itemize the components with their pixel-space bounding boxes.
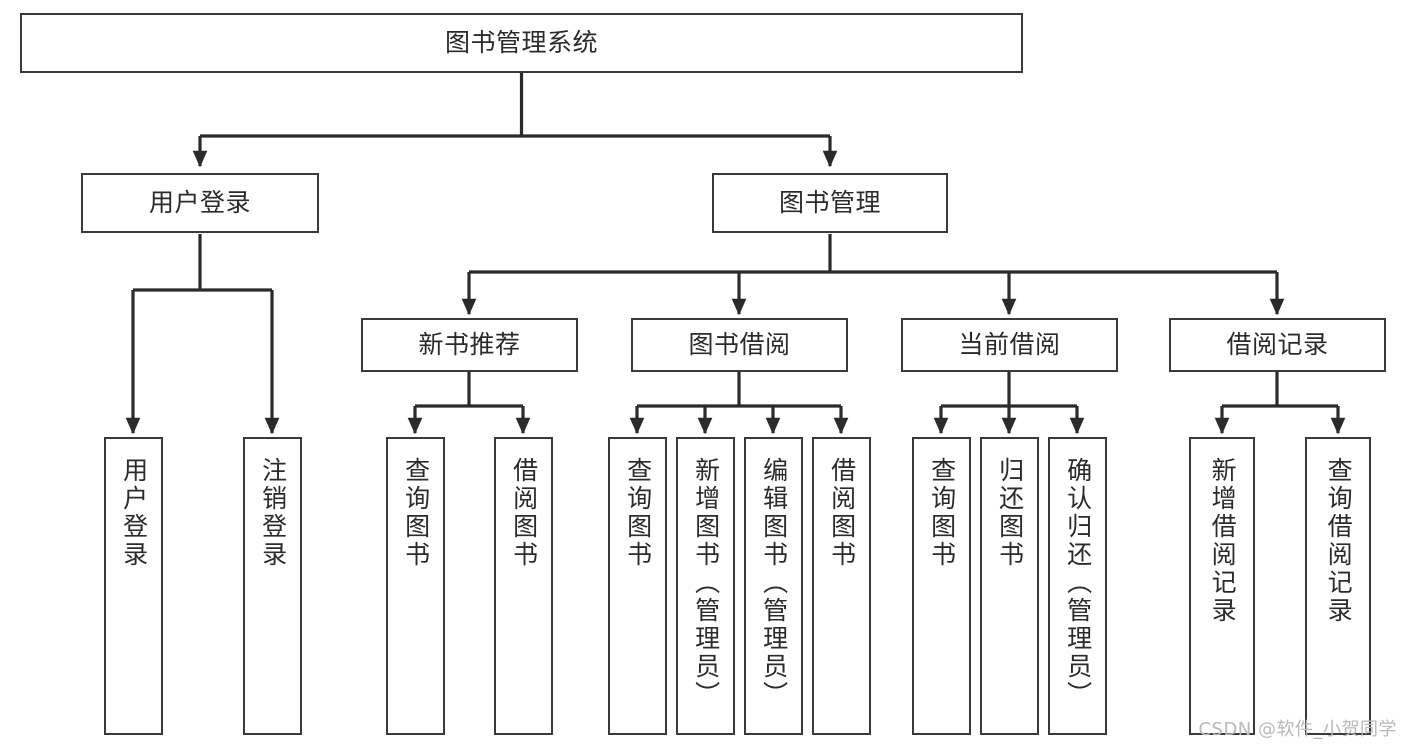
leaf-query-book-borrow[interactable]: 查询图书 — [608, 437, 667, 735]
leaf-return-book[interactable]: 归还图书 — [980, 437, 1039, 735]
leaf-confirm-return-admin[interactable]: 确认归还（管理员） — [1048, 437, 1107, 735]
node-label: 借阅记录 — [1226, 330, 1329, 360]
node-label: 图书管理系统 — [444, 28, 598, 58]
node-label: 查询图书 — [401, 457, 431, 569]
node-label: 图书借阅 — [688, 330, 791, 360]
node-label: 新书推荐 — [418, 330, 521, 360]
node-current-borrow[interactable]: 当前借阅 — [901, 318, 1118, 372]
node-label: 借阅图书 — [509, 457, 539, 569]
node-book-borrow[interactable]: 图书借阅 — [631, 318, 848, 372]
node-book-management[interactable]: 图书管理 — [712, 173, 948, 233]
leaf-logout[interactable]: 注销登录 — [243, 437, 302, 735]
node-label: 借阅图书 — [827, 457, 857, 569]
leaf-edit-book-admin[interactable]: 编辑图书（管理员） — [744, 437, 803, 735]
leaf-add-book-admin[interactable]: 新增图书（管理员） — [676, 437, 735, 735]
leaf-borrow-book-recommend[interactable]: 借阅图书 — [494, 437, 553, 735]
leaf-query-book-recommend[interactable]: 查询图书 — [386, 437, 445, 735]
node-label: 用户登录 — [119, 457, 149, 569]
node-user-login[interactable]: 用户登录 — [81, 173, 319, 233]
node-label: 新增图书（管理员） — [691, 457, 721, 709]
node-label: 确认归还（管理员） — [1063, 457, 1093, 709]
node-label: 归还图书 — [995, 457, 1025, 569]
node-label: 用户登录 — [148, 188, 251, 218]
leaf-query-borrow-record[interactable]: 查询借阅记录 — [1305, 437, 1371, 735]
csdn-watermark: CSDN @软件_小贺同学 — [1198, 719, 1397, 740]
node-label: 注销登录 — [258, 457, 288, 569]
leaf-user-login[interactable]: 用户登录 — [104, 437, 163, 735]
node-label: 当前借阅 — [958, 330, 1061, 360]
node-label: 查询图书 — [927, 457, 957, 569]
leaf-borrow-book[interactable]: 借阅图书 — [812, 437, 871, 735]
node-borrow-record[interactable]: 借阅记录 — [1169, 318, 1386, 372]
leaf-query-book-current[interactable]: 查询图书 — [912, 437, 971, 735]
node-root-system[interactable]: 图书管理系统 — [20, 13, 1023, 73]
node-label: 图书管理 — [778, 188, 881, 218]
node-label: 新增借阅记录 — [1208, 457, 1238, 625]
leaf-add-borrow-record[interactable]: 新增借阅记录 — [1189, 437, 1255, 735]
node-label: 编辑图书（管理员） — [759, 457, 789, 709]
node-label: 查询借阅记录 — [1324, 457, 1354, 625]
node-label: 查询图书 — [623, 457, 653, 569]
node-new-book-recommend[interactable]: 新书推荐 — [361, 318, 578, 372]
